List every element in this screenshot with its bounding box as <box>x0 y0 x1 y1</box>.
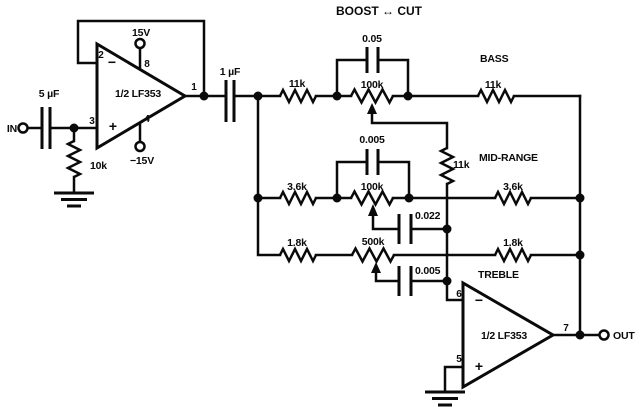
bass-pot <box>349 88 395 104</box>
bass-r-left-value: 11k <box>289 78 306 90</box>
in-label: IN <box>7 123 17 135</box>
mid-wiper-cap-value: 0.022 <box>415 210 441 222</box>
in-terminal <box>17 122 29 134</box>
bass-cap-value: 0.05 <box>362 33 382 45</box>
vminus-terminal <box>134 140 146 153</box>
opamp1-pin2: 2 <box>98 50 104 61</box>
opamp2-minus-sign: − <box>475 292 483 308</box>
bass-section-label: BASS <box>480 53 509 65</box>
treble-resistor-left <box>278 247 318 263</box>
opamp2-pin6: 6 <box>456 289 462 300</box>
opamp2-plus-sign: + <box>475 358 483 374</box>
vminus-label: −15V <box>130 155 154 167</box>
out-terminal <box>598 329 610 341</box>
treble-pot-value: 500k <box>362 236 385 248</box>
mid-section-label: MID-RANGE <box>479 152 538 164</box>
interstage-cap <box>224 80 236 122</box>
opamp2-triangle <box>461 280 556 390</box>
bass-resistor-right <box>476 88 516 104</box>
vplus-terminal <box>134 37 146 50</box>
opamp2-pin5: 5 <box>456 354 462 365</box>
opamp1-pin4: 4 <box>144 114 150 125</box>
wires <box>26 19 601 394</box>
vplus-label: 15V <box>132 27 150 39</box>
input-ground <box>52 191 96 208</box>
opamp2-ground <box>423 390 467 407</box>
heading-boost-cut: BOOST ↔ CUT <box>336 4 423 18</box>
treble-pot <box>350 247 396 263</box>
opamp1-pin8: 8 <box>144 59 150 70</box>
opamp1-pin3: 3 <box>89 116 95 127</box>
mid-wiper-arrow <box>368 204 378 216</box>
treble-resistor-right <box>493 247 533 263</box>
mid-resistor-left <box>278 190 318 206</box>
opamp2-pin7: 7 <box>563 323 569 334</box>
bass-pot-value: 100k <box>361 79 384 91</box>
treble-wiper-cap <box>397 266 413 296</box>
mid-r-right-value: 3.6k <box>503 181 523 193</box>
mid-pot <box>349 190 395 206</box>
opamp1-label: 1/2 LF353 <box>115 88 161 100</box>
mid-cap-value: 0.005 <box>359 134 385 146</box>
opamp1-triangle <box>95 41 188 151</box>
mid-pot-value: 100k <box>361 181 384 193</box>
treble-wiper-arrow <box>371 262 381 273</box>
out-label: OUT <box>613 330 635 342</box>
treble-wiper-cap-value: 0.005 <box>415 265 441 277</box>
mid-parallel-cap <box>365 149 380 175</box>
opamp1-pin1: 1 <box>191 82 197 93</box>
treble-r-right-value: 1.8k <box>503 237 523 249</box>
bias-resistor-10k <box>66 139 82 179</box>
bass-wiper-resistor <box>439 146 455 186</box>
mid-r-left-value: 3.6k <box>287 181 307 193</box>
interstage-cap-value: 1 µF <box>220 66 241 78</box>
opamp2-label: 1/2 LF353 <box>481 330 527 342</box>
opamp1-minus-sign: − <box>108 54 116 70</box>
opamp1-plus-sign: + <box>109 118 117 134</box>
bass-r-right-value: 11k <box>485 79 502 91</box>
bias-resistor-value: 10k <box>90 160 107 172</box>
mid-resistor-right <box>493 190 533 206</box>
mid-wiper-cap <box>397 214 413 244</box>
junction-dots <box>69 91 585 340</box>
treble-r-left-value: 1.8k <box>287 237 307 249</box>
input-coupling-cap <box>40 107 52 149</box>
bass-wiper-arrow <box>367 103 377 114</box>
bass-wiper-r-value: 11k <box>453 159 470 171</box>
treble-section-label: TREBLE <box>478 269 519 281</box>
bass-resistor-left <box>278 88 318 104</box>
input-cap-value: 5 µF <box>39 88 60 100</box>
bass-parallel-cap <box>365 47 380 73</box>
